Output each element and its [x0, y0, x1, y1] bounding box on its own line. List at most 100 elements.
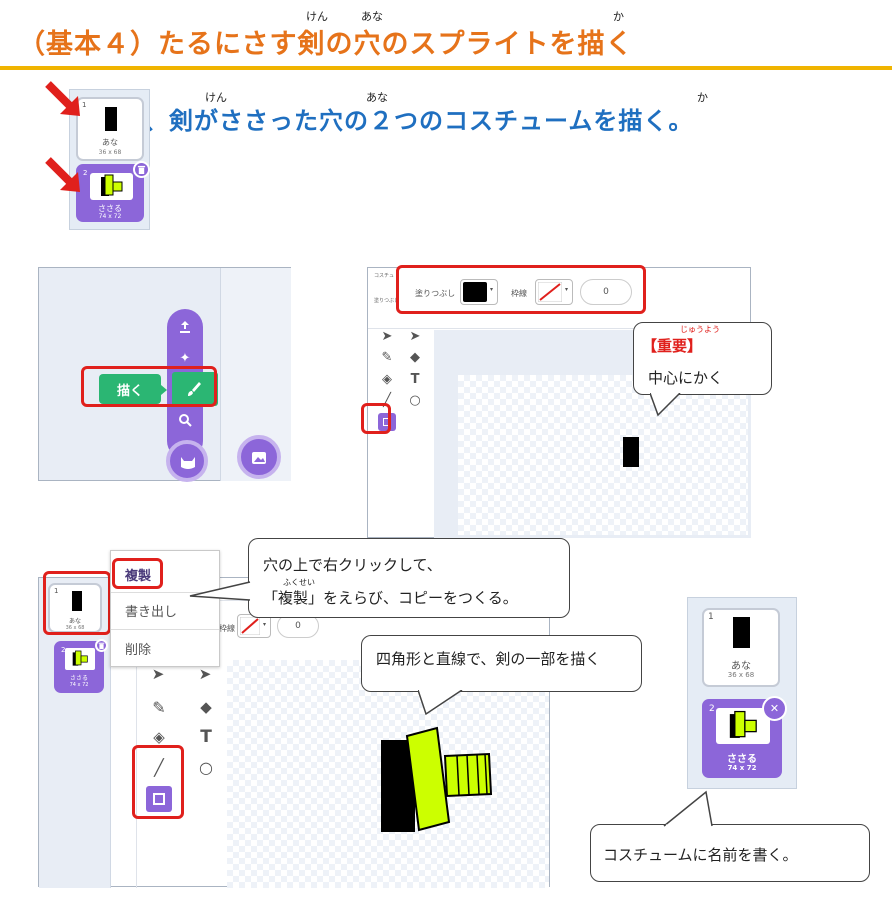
brush-tool-icon[interactable]: ✎: [381, 349, 393, 365]
costume-number: 2: [709, 704, 715, 714]
costume-sasaru[interactable]: 2 ささる 74 x 72: [76, 161, 150, 222]
dropdown-caret-icon: ▾: [263, 621, 267, 628]
fill-toolbar: 塗りつぶし ▾ 枠線 ▾ 0: [396, 265, 646, 314]
outline-color-picker[interactable]: ▾: [237, 614, 271, 638]
hole-shape: [623, 437, 639, 467]
fill-tool-icon[interactable]: ◈: [382, 371, 392, 387]
outline-label: 枠線: [511, 289, 527, 298]
context-menu-delete[interactable]: 削除: [125, 643, 152, 658]
select-tool-icon[interactable]: ➤: [151, 665, 165, 683]
outline-width-input[interactable]: 0: [580, 279, 632, 305]
canvas-area[interactable]: [227, 660, 549, 888]
line-tool-icon[interactable]: ╱: [383, 392, 391, 408]
choose-backdrop-button[interactable]: [237, 435, 281, 479]
red-arrow-icon: [45, 157, 80, 192]
costume-size: 36 x 68: [65, 625, 85, 631]
circle-tool-icon[interactable]: ○: [409, 392, 421, 408]
costume-size: 74 x 72: [727, 764, 757, 772]
costume-list-right: 1 あな 36 x 68 2 ささる 74 x 72 ✕: [687, 597, 797, 789]
subtitle: と、剣がささった穴の２つのコスチュームを描く。: [120, 107, 694, 135]
costume-thumbnail: [90, 173, 133, 200]
fill-color-picker[interactable]: ▾: [460, 279, 498, 305]
costume-size: 36 x 68: [98, 149, 122, 156]
bubble-tail: [418, 690, 463, 716]
search-icon[interactable]: [175, 410, 195, 430]
delete-costume-icon[interactable]: ✕: [762, 696, 787, 721]
costume-thumbnail: [716, 708, 770, 744]
brush-icon: [188, 382, 201, 396]
title-ruby-ka: か: [613, 10, 624, 23]
highlight-duplicate: [112, 558, 163, 589]
choose-costume-button[interactable]: [166, 440, 208, 482]
outline-color-picker[interactable]: ▾: [535, 279, 573, 305]
dropdown-caret-icon: ▾: [490, 286, 494, 293]
costume-name: あな: [102, 138, 118, 147]
bubble-line-2: 「複製」をえらび、コピーをつくる。: [263, 589, 518, 607]
important-ruby: じゅうよう: [680, 325, 720, 334]
subtitle-ruby-ana: あな: [366, 91, 388, 104]
bubble-tail: [663, 790, 713, 828]
delete-costume-icon[interactable]: [95, 639, 108, 652]
highlight-rectangle-tool: [361, 403, 391, 434]
title-ruby-ken: けん: [306, 10, 328, 23]
duplicate-instruction-bubble: 穴の上で右クリックして、 ふくせい 「複製」をえらび、コピーをつくる。: [248, 538, 570, 618]
backdrop-icon: [252, 452, 266, 464]
fill-label-small: 塗りつぶし: [374, 298, 400, 304]
costume-size: 74 x 72: [69, 682, 89, 688]
costume-size: 74 x 72: [98, 213, 122, 220]
reshape-tool-icon[interactable]: ➤: [409, 328, 421, 344]
bubble-text: 四角形と直線で、剣の一部を描く: [376, 650, 601, 668]
costume-number: 1: [54, 587, 59, 595]
text-tool-icon[interactable]: T: [200, 727, 212, 747]
fill-tool-icon[interactable]: ◈: [153, 728, 165, 746]
text-tool-icon[interactable]: T: [410, 371, 420, 387]
brush-tool-icon[interactable]: ✎: [152, 697, 166, 717]
costume-ana[interactable]: 1 あな 36 x 68: [76, 97, 144, 161]
paint-button[interactable]: [172, 372, 218, 406]
costume-tab-label: コスチュ: [374, 273, 395, 279]
line-tool-icon[interactable]: ╱: [154, 757, 164, 777]
delete-costume-icon[interactable]: [133, 161, 150, 178]
reshape-tool-icon[interactable]: ➤: [198, 665, 212, 683]
upload-icon[interactable]: [175, 317, 195, 337]
bubble-tail: [189, 581, 251, 601]
bubble-ruby: ふくせい: [283, 578, 315, 587]
rectangle-tool-icon[interactable]: [146, 786, 172, 812]
outline-label: 枠線: [219, 624, 235, 633]
paint-editor-bottom: 1 あな 36 x 68 2 ささる 74 x 72 枠線 ▾ 0 ➤ ➤ ✎ …: [38, 577, 550, 888]
title-underline: [0, 66, 892, 70]
important-text: 中心にかく: [648, 369, 724, 387]
costume-number: 1: [708, 612, 714, 622]
context-menu-duplicate[interactable]: 複製: [125, 569, 152, 584]
surprise-icon[interactable]: ✦: [179, 350, 191, 366]
costume-name: あな: [68, 618, 81, 625]
important-title: 【重要】: [642, 337, 703, 355]
canvas-area[interactable]: [434, 330, 751, 538]
select-tool-icon[interactable]: ➤: [381, 328, 393, 344]
rename-instruction-bubble: コスチュームに名前を書く。: [590, 824, 870, 882]
bubble-tail: [650, 393, 681, 417]
bubble-line-1: 穴の上で右クリックして、: [263, 556, 442, 574]
costume-name: ささる: [69, 675, 88, 682]
circle-tool-icon[interactable]: ○: [199, 757, 213, 777]
eraser-tool-icon[interactable]: ◆: [410, 349, 420, 365]
costume-sasaru[interactable]: 2 ささる 74 x 72 ✕: [702, 696, 787, 778]
highlight-paint-box: [81, 366, 217, 407]
eraser-tool-icon[interactable]: ◆: [200, 698, 212, 716]
fill-label: 塗りつぶし: [415, 289, 456, 298]
costume-number: 2: [61, 646, 66, 654]
highlight-line-rect-tools: [132, 745, 184, 819]
add-costume-panel: ✦ 描く: [38, 267, 291, 482]
highlight-costume-ana: [43, 571, 111, 635]
title-ruby-ana: あな: [361, 10, 383, 23]
toolbar-divider: [368, 328, 752, 329]
costume-name: ささる: [98, 204, 122, 213]
dropdown-caret-icon: ▾: [565, 286, 569, 293]
costume-thumbnail: [733, 617, 750, 648]
costume-list-top: 1 あな 36 x 68 2 ささる 74 x 72: [69, 89, 150, 230]
draw-instruction-bubble: 四角形と直線で、剣の一部を描く: [361, 635, 642, 692]
costume-list-bottom: 1 あな 36 x 68 2 ささる 74 x 72: [39, 578, 111, 888]
costume-ana[interactable]: 1 あな 36 x 68: [702, 608, 780, 687]
costume-sasaru[interactable]: 2 ささる 74 x 72: [54, 639, 108, 693]
context-menu-export[interactable]: 書き出し: [125, 605, 178, 620]
